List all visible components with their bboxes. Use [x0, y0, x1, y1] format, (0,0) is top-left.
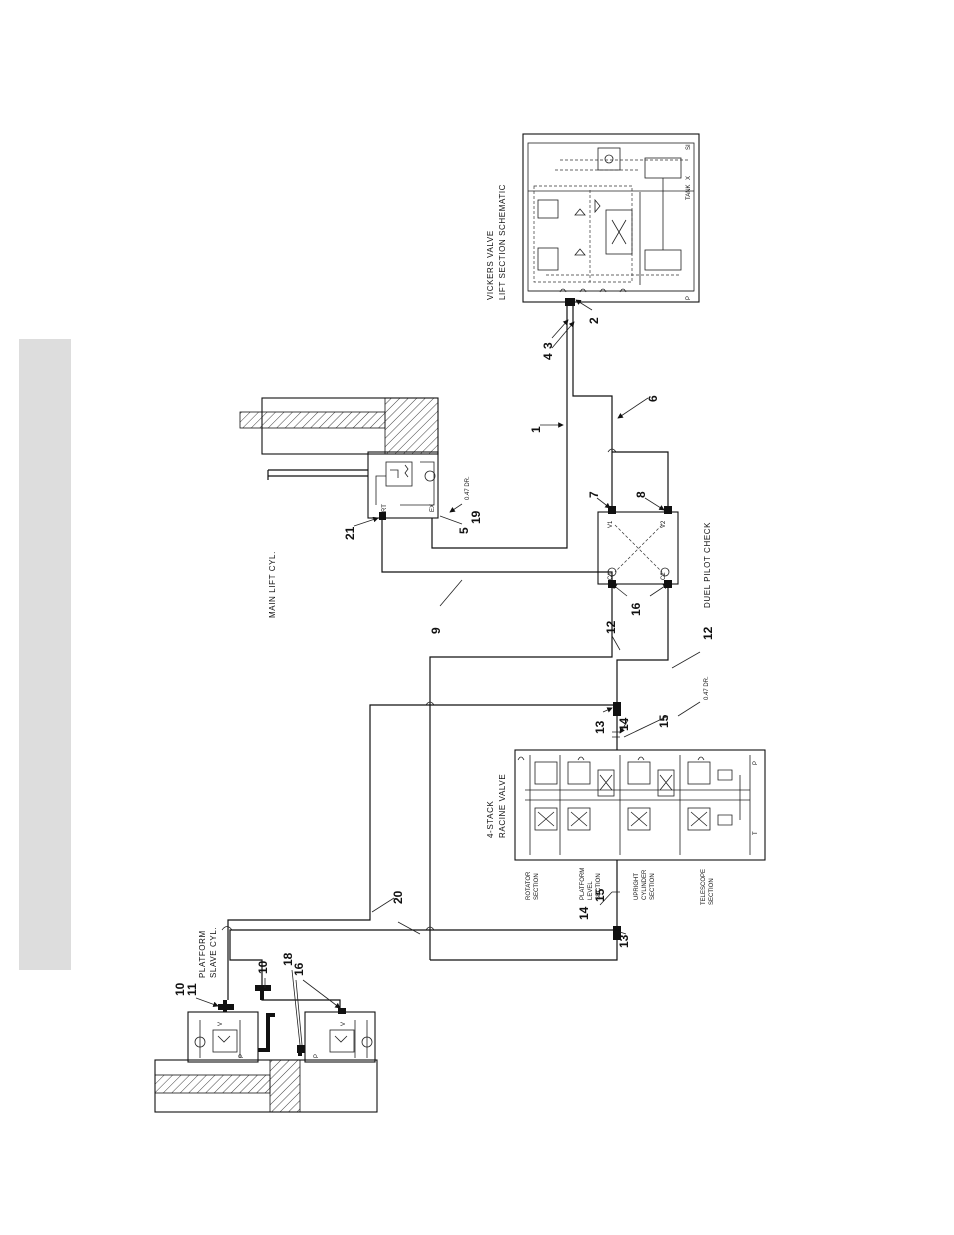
vickers-valve-outline	[522, 133, 700, 303]
svg-text:T: T	[753, 831, 759, 835]
svg-text:18: 18	[281, 952, 295, 966]
page-side-tab	[19, 339, 71, 970]
racine-valve: P T 4-STACK RACINE VALVE	[486, 749, 766, 861]
svg-text:11: 11	[185, 983, 199, 996]
vickers-port-p: P	[686, 296, 692, 300]
svg-text:V1: V1	[608, 520, 614, 528]
racine-valve-title-line2: RACINE VALVE	[498, 774, 507, 838]
svg-text:12: 12	[604, 620, 618, 634]
main-lift-drain: 0.47 DR.	[465, 476, 471, 500]
svg-text:C1: C1	[608, 572, 614, 580]
duel-pilot-check: V1 V2 C1 C2 DUEL PILOT CHECK	[597, 511, 712, 608]
main-lift-cyl-title: MAIN LIFT CYL.	[268, 551, 277, 618]
vickers-valve-title-line2: LIFT SECTION SCHEMATIC	[498, 184, 507, 300]
svg-text:14: 14	[617, 717, 631, 731]
svg-text:CYLINDER: CYLINDER	[642, 869, 648, 900]
vickers-valve-title-line1: VICKERS VALVE	[486, 230, 495, 300]
svg-text:LEVEL: LEVEL	[588, 881, 594, 900]
svg-text:UPRIGHT: UPRIGHT	[634, 873, 640, 900]
svg-text:15: 15	[593, 888, 607, 902]
svg-text:PLATFORM: PLATFORM	[580, 868, 586, 900]
pilot-check-title: DUEL PILOT CHECK	[703, 522, 712, 608]
svg-text:P: P	[239, 1054, 245, 1058]
svg-text:21: 21	[343, 526, 357, 540]
svg-text:SECTION: SECTION	[650, 873, 656, 900]
main-lift-cylinder: RT EX MAIN LIFT CYL. 0.47 DR.	[239, 397, 471, 618]
vickers-port-x: X	[686, 176, 692, 180]
racine-valve-outline	[514, 749, 766, 861]
svg-text:19: 19	[469, 510, 483, 524]
svg-text:9: 9	[429, 627, 443, 634]
svg-text:10: 10	[256, 960, 270, 974]
svg-text:15: 15	[657, 714, 671, 728]
racine-valve-title-line1: 4-STACK	[486, 801, 495, 838]
svg-text:P: P	[753, 761, 759, 765]
svg-text:V2: V2	[661, 520, 667, 528]
callouts: 1 2 3 4 5 6 7 8 9 10 10 11 12 12	[173, 299, 715, 1046]
svg-text:7: 7	[587, 491, 601, 498]
svg-text:ROTATOR: ROTATOR	[526, 871, 532, 900]
svg-text:10: 10	[173, 982, 187, 996]
svg-text:V: V	[218, 1022, 224, 1026]
platform-slave-cylinder: V V P P PLATFORM SLAVE CYL.	[154, 927, 378, 1113]
svg-text:3: 3	[541, 342, 555, 349]
svg-text:6: 6	[646, 395, 660, 402]
svg-text:14: 14	[577, 906, 591, 920]
svg-text:SECTION: SECTION	[596, 873, 602, 900]
slave-cyl-title-line2: SLAVE CYL.	[209, 927, 218, 978]
svg-text:8: 8	[634, 491, 648, 498]
svg-text:C2: C2	[661, 572, 667, 580]
pilot-check-outline	[597, 511, 679, 585]
main-lift-port-ex: EX	[430, 504, 436, 512]
main-lift-port-rt: RT	[382, 504, 388, 512]
svg-text:16: 16	[292, 962, 306, 976]
svg-text:13: 13	[593, 720, 607, 734]
svg-text:1: 1	[529, 426, 543, 433]
vickers-port-tank: TANK	[686, 184, 692, 200]
hydraulic-lines	[218, 298, 672, 1053]
svg-text:2: 2	[587, 317, 601, 324]
racine-drain-label: 0.47 DR.	[704, 676, 710, 700]
svg-text:12: 12	[701, 626, 715, 640]
svg-text:5: 5	[457, 527, 471, 534]
svg-text:SECTION: SECTION	[534, 873, 540, 900]
svg-text:4: 4	[541, 353, 555, 360]
svg-text:20: 20	[391, 890, 405, 904]
slave-cyl-title-line1: PLATFORM	[198, 930, 207, 978]
vickers-valve: VICKERS VALVE LIFT SECTION SCHEMATIC P T…	[486, 133, 700, 303]
section-labels: ROTATOR SECTION PLATFORM LEVEL SECTION U…	[526, 868, 715, 905]
svg-text:13: 13	[617, 934, 631, 948]
svg-text:16: 16	[629, 602, 643, 616]
svg-text:P: P	[314, 1054, 320, 1058]
svg-text:SECTION: SECTION	[709, 878, 715, 905]
vickers-port-si: SI	[686, 144, 692, 150]
svg-text:TELESCOPE: TELESCOPE	[701, 869, 707, 905]
svg-text:V: V	[341, 1022, 347, 1026]
